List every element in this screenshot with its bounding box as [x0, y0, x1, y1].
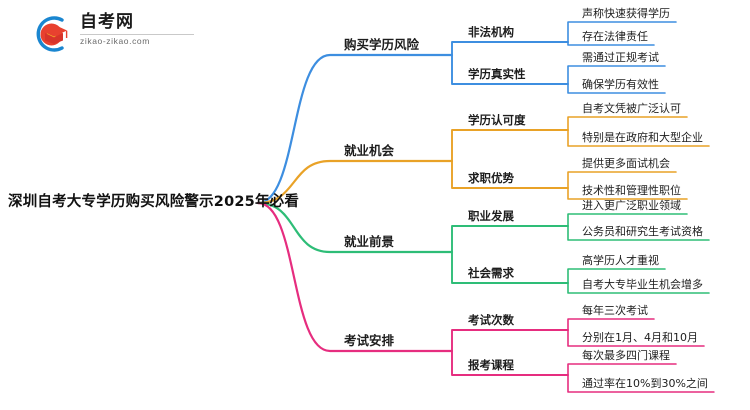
mindmap-subbranch-2-1-label[interactable]: 学历认可度	[468, 113, 526, 127]
mindmap-leaf-1-1-1[interactable]: 声称快速获得学历	[582, 7, 670, 20]
mindmap-leaf-3-2-1[interactable]: 高学历人才重视	[582, 254, 659, 267]
mindmap-leaf-2-2-2[interactable]: 技术性和管理性职位	[582, 184, 681, 197]
logo-url: zikao-zikao.com	[80, 36, 150, 46]
mindmap-leaf-4-2-1[interactable]: 每次最多四门课程	[582, 349, 670, 362]
site-logo: 自考网 zikao-zikao.com	[28, 10, 198, 58]
mindmap-leaf-4-1-1[interactable]: 每年三次考试	[582, 304, 648, 317]
mindmap-subbranch-2-2-label[interactable]: 求职优势	[468, 171, 514, 185]
mindmap-subbranch-4-2-label[interactable]: 报考课程	[468, 358, 514, 372]
mindmap-branch-4-label[interactable]: 考试安排	[344, 333, 395, 348]
mindmap-subbranch-1-2-label[interactable]: 学历真实性	[468, 67, 526, 81]
mindmap-leaf-2-1-2[interactable]: 特别是在政府和大型企业	[582, 131, 703, 144]
logo-name: 自考网	[80, 12, 134, 32]
mindmap-root-node: 深圳自考大专学历购买风险警示2025年必看	[8, 194, 300, 210]
mindmap-leaf-3-1-2[interactable]: 公务员和研究生考试资格	[582, 225, 703, 238]
mindmap-leaf-1-2-1[interactable]: 需通过正规考试	[582, 51, 659, 64]
logo-divider	[80, 34, 194, 35]
mindmap-subbranch-3-2-label[interactable]: 社会需求	[468, 266, 514, 280]
mindmap-leaf-3-2-2[interactable]: 自考大专毕业生机会增多	[582, 278, 703, 291]
mindmap-leaf-4-1-2[interactable]: 分别在1月、4月和10月	[582, 331, 698, 344]
mindmap-leaf-2-1-1[interactable]: 自考文凭被广泛认可	[582, 102, 681, 115]
logo-wordmark: 自考网 zikao-zikao.com	[80, 12, 198, 46]
mindmap-subbranch-4-1-label[interactable]: 考试次数	[468, 313, 514, 327]
mindmap-leaf-3-1-1[interactable]: 进入更广泛职业领域	[582, 199, 681, 212]
mindmap-leaf-1-1-2[interactable]: 存在法律责任	[582, 30, 648, 43]
mindmap-leaf-4-2-2[interactable]: 通过率在10%到30%之间	[582, 377, 708, 390]
graduation-cap-logo-icon	[36, 16, 68, 52]
mindmap-leaf-1-2-2[interactable]: 确保学历有效性	[582, 78, 659, 91]
mindmap-subbranch-1-1-label[interactable]: 非法机构	[468, 25, 514, 39]
mindmap-branch-2-label[interactable]: 就业机会	[344, 143, 395, 158]
mindmap-subbranch-3-1-label[interactable]: 职业发展	[468, 209, 514, 223]
mindmap-branch-3-label[interactable]: 就业前景	[344, 234, 395, 249]
mindmap-leaf-2-2-1[interactable]: 提供更多面试机会	[582, 157, 670, 170]
mindmap-branch-1-label[interactable]: 购买学历风险	[344, 37, 420, 52]
